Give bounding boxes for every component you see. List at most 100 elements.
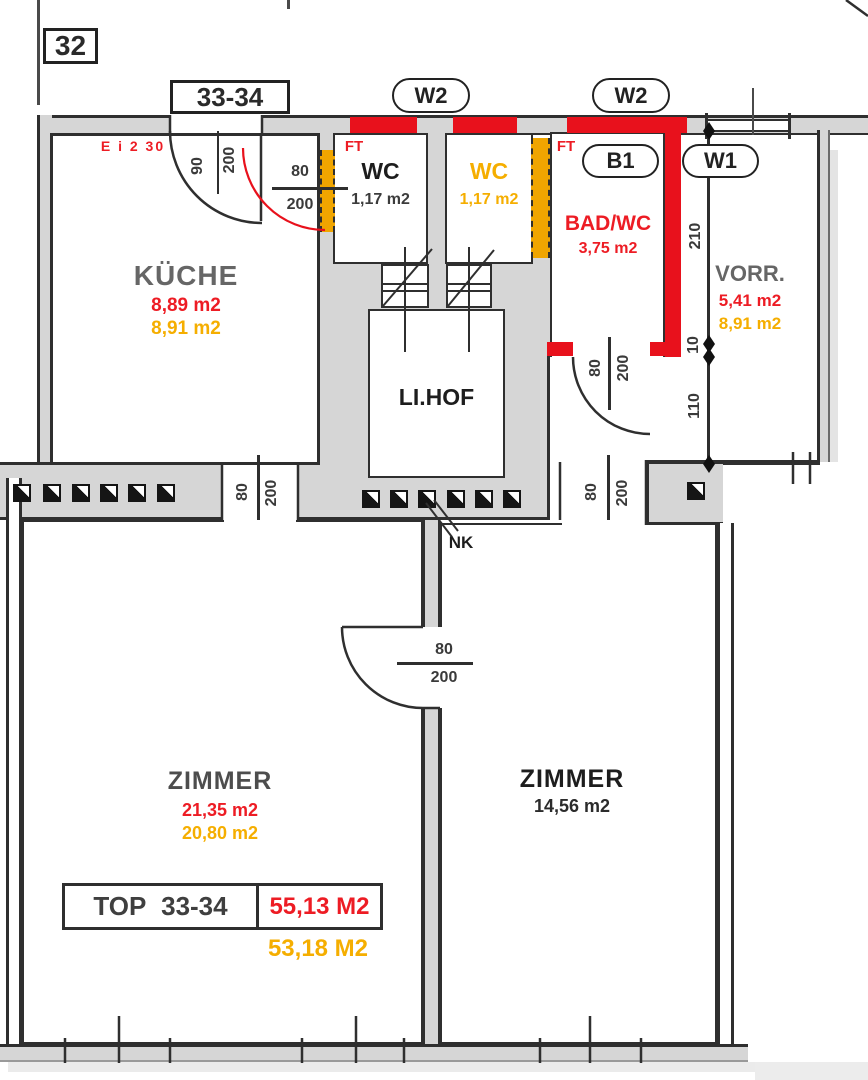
bad-door-dim-width: 80 [587, 359, 604, 377]
yellow-wall-left [320, 150, 335, 232]
zimmer-left-label: ZIMMER [167, 767, 273, 795]
wall-col-wc2-bad [533, 256, 550, 346]
neighbor-unit-box: 32 [43, 28, 98, 64]
entry-unit-box: 33-34 [170, 80, 290, 114]
wall-col-between-wcs [428, 133, 445, 264]
window-w1-symbol [707, 119, 790, 132]
hatch-square [13, 484, 31, 502]
hatch-square [390, 490, 408, 508]
hatch-square [687, 482, 705, 500]
zimmer-door-dim-height: 200 [430, 669, 458, 686]
wc-right-area: 1,17 m2 [459, 191, 519, 208]
summary-unit-cell: TOP 33-34 [93, 891, 228, 921]
hatch-square [43, 484, 61, 502]
entry-dim-height: 200 [221, 146, 238, 174]
hatch-square [503, 490, 521, 508]
bath-tag-b1: B1 [582, 144, 659, 178]
hatch-square [418, 490, 436, 508]
wc-right-label: WC [469, 158, 509, 184]
vorr-dim-210: 210 [687, 222, 704, 250]
red-wall-badwc-bottom-right [650, 342, 681, 356]
hatch-square [475, 490, 493, 508]
room-lichthof [368, 309, 505, 478]
kueche-area-new: 8,89 m2 [151, 295, 221, 316]
kueche-area-old: 8,91 m2 [151, 318, 221, 339]
summary-area-cell: 55,13 M2 [256, 886, 380, 927]
wall-right-vorr-shadow [830, 150, 838, 462]
entry-unit-label: 33-34 [196, 81, 264, 112]
vorr-area-new: 5,41 m2 [718, 291, 782, 310]
corridor-zimmer-dim-width: 80 [583, 483, 600, 501]
window-w1-tick-right [788, 113, 791, 139]
window-w1-tick-left [705, 113, 708, 139]
wc-left-area: 1,17 m2 [351, 191, 410, 208]
wall-right-lower [717, 523, 734, 1046]
wc-door-dim-width: 80 [291, 163, 309, 180]
red-wall-badwc-right [665, 132, 681, 357]
nk-label: NK [448, 533, 474, 552]
nk-leader-lines [425, 499, 459, 538]
room-zimmer-right [440, 523, 717, 1044]
bottom-right-gray [755, 1062, 868, 1080]
entry-door-arc [168, 130, 263, 225]
room-wc-right [445, 133, 533, 264]
room-wc-left [333, 133, 428, 264]
kueche-zimmer-dim-width: 80 [234, 483, 251, 501]
yellow-wall-right [531, 138, 550, 258]
vent-shaft-lines [381, 247, 495, 352]
badwc-area: 3,75 m2 [578, 240, 638, 257]
red-window-strip-1 [350, 117, 417, 133]
bad-door-dim-height: 200 [615, 354, 632, 382]
wall-left-lower [6, 478, 22, 1046]
wall-bottom [0, 1044, 748, 1062]
entry-dim-width: 90 [189, 157, 206, 175]
wc-left-label: WC [361, 158, 400, 184]
hatch-square [157, 484, 175, 502]
dimension-diamonds [703, 122, 715, 473]
opening-corridor-zimmer [562, 520, 645, 529]
corridor-zimmer-dim-height: 200 [614, 479, 631, 507]
opening-zimmer-door [420, 627, 443, 708]
bottom-window-ticks [63, 452, 812, 1063]
red-wall-badwc-bottom-left [547, 342, 573, 356]
opening-kueche-zimmer [224, 517, 296, 526]
red-window-strip-2 [453, 117, 517, 133]
zimmer-left-area-new: 21,35 m2 [181, 800, 259, 820]
site-line-top-left [37, 0, 40, 105]
vorr-dim-110: 110 [686, 393, 703, 419]
zimmer-left-area-old: 20,80 m2 [181, 823, 259, 843]
entry-dim-divider [217, 131, 219, 194]
hatch-square [128, 484, 146, 502]
vorr-area-old: 8,91 m2 [718, 314, 782, 333]
wall-bottom-shadow [8, 1062, 758, 1072]
neighbor-unit-label: 32 [54, 30, 87, 61]
zimmer-door-dim-width: 80 [435, 641, 453, 658]
bad-door-arc [571, 356, 651, 436]
bad-door-dim-divider [608, 337, 611, 410]
ft-label-left: FT [344, 138, 364, 155]
corner-block [647, 460, 723, 525]
zimmer-door-arc [340, 626, 424, 710]
summary-area-old: 53,18 M2 [267, 935, 369, 962]
wc-door-dim-divider [272, 187, 348, 190]
zimmer-right-label: ZIMMER [519, 765, 625, 793]
red-window-strip-3 [567, 117, 687, 133]
vorr-label: VORR. [715, 261, 785, 286]
kueche-zimmer-dim-divider [257, 455, 260, 520]
summary-box: TOP 33-34 55,13 M2 [62, 883, 383, 930]
badwc-label: BAD/WC [564, 212, 652, 235]
vorr-dim-line [707, 131, 710, 465]
ft-label-right: FT [556, 138, 576, 155]
corridor-zimmer-dim-divider [607, 455, 610, 520]
wall-left-kueche [37, 115, 52, 465]
wall-right-vorr [817, 130, 830, 462]
zimmer-right-area: 14,56 m2 [533, 796, 611, 816]
window-tag-w1: W1 [682, 144, 759, 178]
hatch-square [72, 484, 90, 502]
entry-note: E i 2 30 [100, 138, 166, 154]
hatch-square [100, 484, 118, 502]
wc-door-arc [241, 147, 326, 232]
window-tag-w2-right: W2 [592, 78, 670, 113]
